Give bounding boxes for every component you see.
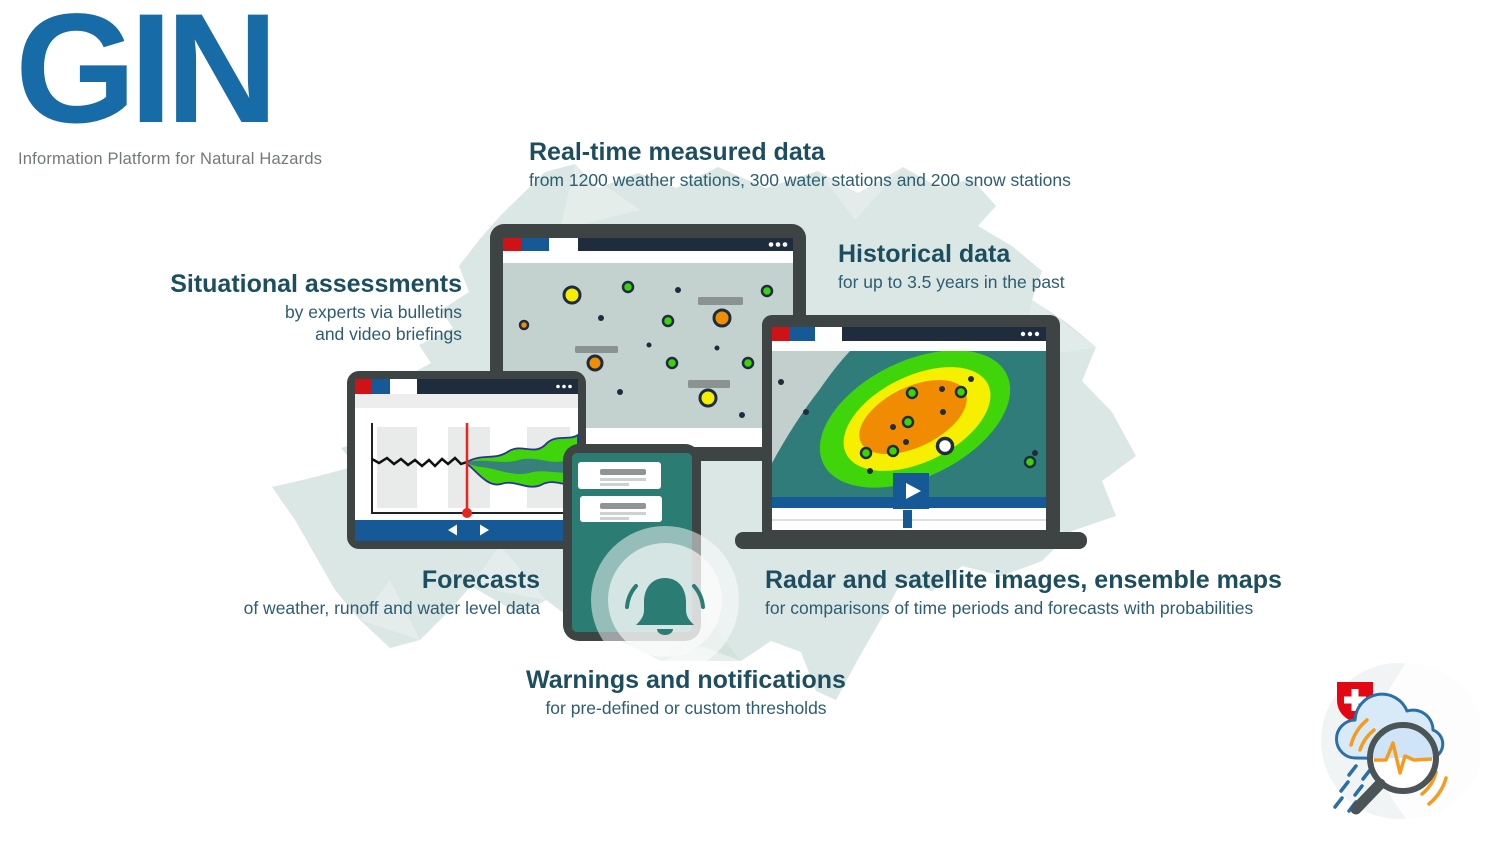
- notification-card[interactable]: [578, 462, 661, 489]
- browser-titlebar: [503, 238, 793, 251]
- pulse-icon: [1374, 741, 1433, 775]
- radar-blob-orange: [859, 379, 967, 455]
- feature-title: Real-time measured data: [529, 138, 825, 166]
- feature-realtime-measured-data: Real-time measured data from 1200 weathe…: [529, 138, 1071, 191]
- feature-title: Situational assessments: [170, 270, 462, 298]
- bell-icon: [636, 578, 694, 635]
- toolbar-strip: [355, 394, 578, 408]
- app-logo-illustration: [1321, 663, 1480, 819]
- bell-ring-arcs: [625, 584, 705, 609]
- realtime-map-tablet-illustration: [490, 224, 806, 461]
- timeline-slider[interactable]: [903, 510, 912, 528]
- feature-radar-satellite-ensemble: Radar and satellite images, ensemble map…: [765, 566, 1282, 619]
- station-markers-green: [621, 280, 774, 370]
- magnifier-icon: [1350, 722, 1439, 815]
- alert-bell-illustration: [591, 526, 739, 674]
- radar-markers-green: [859, 385, 1037, 469]
- brand-block: GIN Information Platform for Natural Haz…: [15, 0, 322, 168]
- radar-map: [772, 351, 1046, 497]
- feature-subtitle: for pre-defined or custom thresholds: [545, 698, 827, 718]
- browser-titlebar: [772, 327, 1046, 341]
- feature-title: Historical data: [838, 240, 1011, 268]
- feature-situational-assessments: Situational assessments by experts via b…: [112, 270, 462, 346]
- feature-historical-data: Historical data for up to 3.5 years in t…: [838, 240, 1065, 293]
- chart-nav-bar: [355, 520, 578, 541]
- previous-icon[interactable]: [448, 524, 457, 536]
- map-label-bars: [575, 297, 743, 388]
- browser-titlebar: [355, 379, 578, 394]
- feature-subtitle-line2: and video briefings: [315, 324, 462, 345]
- laptop-base: [735, 532, 1087, 549]
- motion-arcs: [1349, 718, 1448, 806]
- feature-subtitle: for comparisons of time periods and fore…: [765, 598, 1254, 618]
- radar-markers-small: [778, 376, 1038, 474]
- feature-warnings-notifications: Warnings and notifications for pre-defin…: [486, 666, 886, 719]
- window-dots-icon: [768, 242, 788, 247]
- radar-marker-selected: [935, 436, 955, 456]
- feature-subtitle: for up to 3.5 years in the past: [838, 272, 1065, 292]
- station-markers-orange: [518, 308, 732, 372]
- app-logo: [1318, 660, 1480, 822]
- feature-title: Forecasts: [421, 566, 540, 594]
- feature-subtitle-line1: by experts via bulletins: [284, 302, 462, 322]
- play-button[interactable]: [893, 473, 929, 509]
- brand-tagline: Information Platform for Natural Hazards: [18, 150, 323, 168]
- feature-title: Warnings and notifications: [526, 666, 846, 694]
- observed-line: [371, 456, 468, 468]
- forecast-chart-illustration: [347, 371, 586, 549]
- station-markers-small: [598, 287, 745, 418]
- realtime-map-tablet: [490, 224, 806, 461]
- radar-laptop-illustration: [735, 315, 1087, 549]
- ensemble-band-inner: [467, 458, 578, 475]
- chart-axes: [371, 423, 573, 514]
- window-dots-icon: [556, 384, 572, 389]
- feature-forecasts: Forecasts of weather, runoff and water l…: [190, 566, 540, 619]
- feature-title: Radar and satellite images, ensemble map…: [765, 566, 1282, 594]
- station-markers-yellow: [562, 285, 718, 408]
- radar-laptop: [735, 313, 1087, 555]
- next-icon[interactable]: [480, 524, 489, 536]
- feature-subtitle: from 1200 weather stations, 300 water st…: [529, 170, 1071, 190]
- forecast-chart-tablet: [347, 371, 586, 549]
- play-icon: [906, 483, 921, 499]
- magnifier-handle: [1350, 778, 1386, 815]
- alert-bell-badge: [588, 524, 742, 676]
- now-marker: [462, 508, 472, 518]
- chart-day-bands: [377, 427, 570, 508]
- window-dots-icon: [1020, 331, 1040, 337]
- gin-logo: GIN: [15, 0, 278, 156]
- notification-card[interactable]: [580, 496, 662, 522]
- feature-subtitle: of weather, runoff and water level data: [243, 598, 540, 618]
